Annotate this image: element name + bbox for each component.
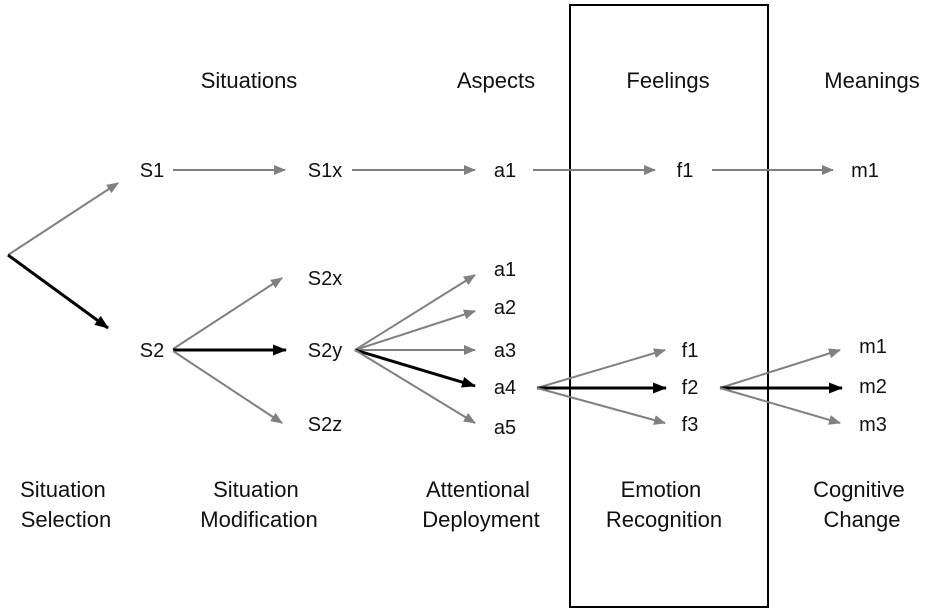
stage-recognition-line1: Emotion [621, 477, 702, 502]
edge-s2y-a5 [354, 349, 476, 424]
node-s2y: S2y [308, 340, 342, 362]
edge-origin-s2 [7, 253, 109, 330]
edge-s2y-a4 [354, 348, 476, 388]
stage-situation-modification: Situation Modification [200, 477, 317, 532]
node-m1-top: m1 [851, 160, 879, 182]
stage-deployment-line2: Deployment [422, 507, 539, 532]
node-f2: f2 [682, 377, 699, 399]
node-f3: f3 [682, 414, 699, 436]
node-s1: S1 [140, 160, 164, 182]
edge-a4-f1 [536, 348, 666, 389]
node-a1: a1 [494, 259, 516, 281]
emotion-recognition-frame [569, 4, 769, 608]
node-s1x: S1x [308, 160, 342, 182]
node-a1-top: a1 [494, 160, 516, 182]
node-a4: a4 [494, 377, 516, 399]
stage-selection-line2: Selection [21, 507, 112, 532]
edge-a4-f3 [536, 387, 666, 425]
edge-f2-m3 [719, 387, 841, 425]
stage-cognitive-change: Cognitive Change [813, 477, 911, 532]
stage-change-line1: Cognitive [813, 477, 905, 502]
stage-change-line2: Change [823, 507, 900, 532]
edge-origin-s1 [7, 182, 119, 256]
stage-attentional-deployment: Attentional Deployment [422, 477, 539, 532]
edge-s2y-a2 [354, 309, 476, 351]
node-a3: a3 [494, 340, 516, 362]
node-s2x: S2x [308, 268, 342, 290]
node-s2: S2 [140, 340, 164, 362]
header-meanings: Meanings [824, 68, 919, 93]
edge-s2-s2x [172, 277, 283, 350]
stage-deployment-line1: Attentional [426, 477, 530, 502]
stage-situation-selection: Situation Selection [20, 477, 112, 532]
node-a2: a2 [494, 297, 516, 319]
node-s2z: S2z [308, 414, 342, 436]
node-m1: m1 [859, 336, 887, 358]
stage-selection-line1: Situation [20, 477, 106, 502]
node-a5: a5 [494, 417, 516, 439]
stage-recognition-line2: Recognition [606, 507, 722, 532]
stage-modification-line2: Modification [200, 507, 317, 532]
header-feelings: Feelings [626, 68, 709, 93]
edge-s2y-a1 [354, 274, 476, 351]
stage-emotion-recognition: Emotion Recognition [606, 477, 722, 532]
node-m2: m2 [859, 376, 887, 398]
edge-f2-m1 [719, 348, 841, 389]
header-situations: Situations [201, 68, 298, 93]
edge-s2-s2z [172, 350, 283, 424]
node-f1: f1 [682, 340, 699, 362]
node-f1-top: f1 [677, 160, 694, 182]
stage-modification-line1: Situation [213, 477, 299, 502]
header-aspects: Aspects [457, 68, 535, 93]
node-m3: m3 [859, 414, 887, 436]
